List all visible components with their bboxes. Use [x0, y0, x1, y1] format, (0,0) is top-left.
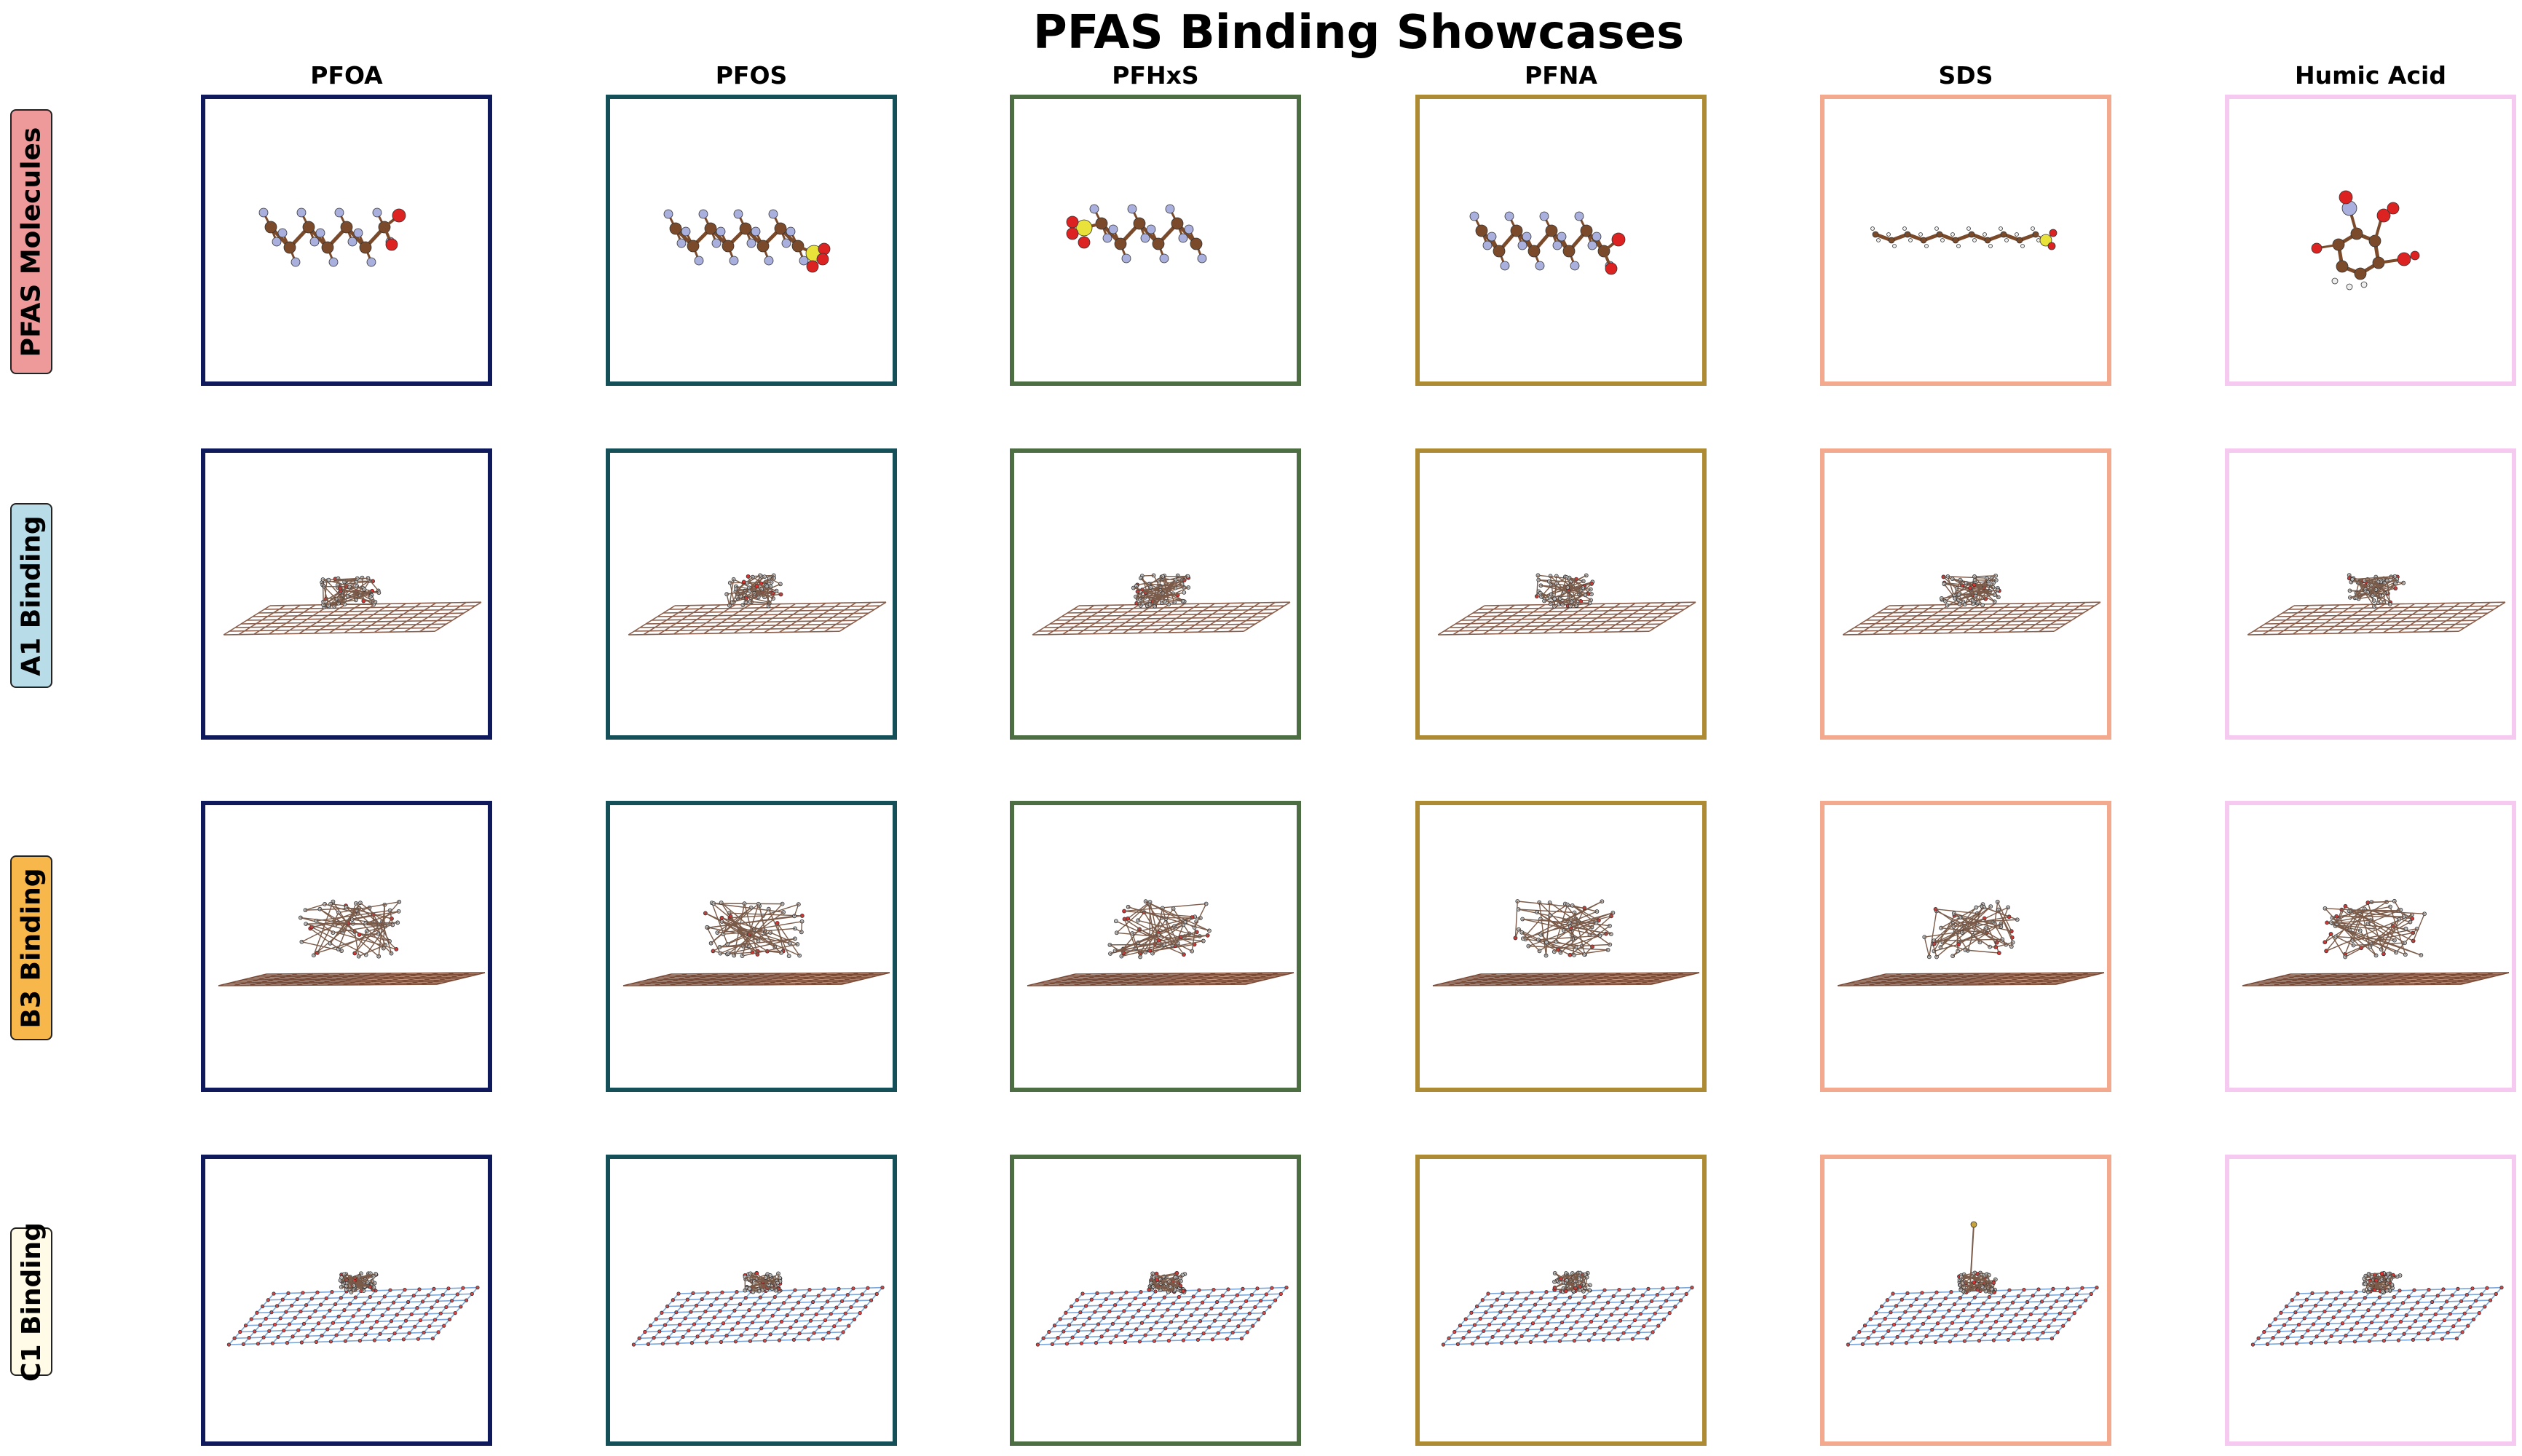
column-label-pfna: PFNA — [1525, 61, 1597, 90]
column-label-pfhxs: PFHxS — [1112, 61, 1199, 90]
row-label-pfas-molecules: PFAS Molecules — [10, 109, 52, 374]
structure-image — [663, 209, 831, 273]
row-label-text: B3 Binding — [16, 868, 47, 1028]
structure-image — [2242, 898, 2510, 986]
structure-image — [2247, 573, 2506, 636]
panel-pfas-molecules-pfos — [606, 95, 897, 386]
structure-image — [218, 899, 486, 986]
row-label-text: A1 Binding — [16, 515, 47, 676]
structure-image — [622, 901, 890, 986]
structure-image — [226, 1271, 480, 1347]
structure-image — [2311, 190, 2420, 290]
row-label-b3-binding: B3 Binding — [10, 855, 52, 1040]
structure-image — [1837, 899, 2105, 986]
structure-image — [1035, 1270, 1289, 1347]
panel-a1-binding-pfna — [1415, 448, 1707, 740]
panel-c1-binding-humic-acid — [2225, 1155, 2516, 1446]
structure-image — [1469, 211, 1626, 275]
row-label-text: PFAS Molecules — [16, 127, 47, 357]
panel-b3-binding-humic-acid — [2225, 801, 2516, 1092]
panel-b3-binding-pfoa — [201, 801, 492, 1092]
panel-b3-binding-sds — [1820, 801, 2111, 1092]
row-label-a1-binding: A1 Binding — [10, 503, 52, 688]
structure-image — [2250, 1270, 2504, 1347]
column-label-pfoa: PFOA — [310, 61, 383, 90]
panel-c1-binding-pfhxs — [1010, 1155, 1301, 1446]
column-label-pfos: PFOS — [715, 61, 788, 90]
structure-image — [223, 575, 482, 636]
figure-title: PFAS Binding Showcases — [1032, 6, 1685, 60]
panel-b3-binding-pfhxs — [1010, 801, 1301, 1092]
panel-pfas-molecules-pfna — [1415, 95, 1707, 386]
panel-a1-binding-pfhxs — [1010, 448, 1301, 740]
row-label-text: C1 Binding — [16, 1222, 47, 1382]
panel-a1-binding-sds — [1820, 448, 2111, 740]
row-label-c1-binding: C1 Binding — [10, 1222, 52, 1381]
panel-c1-binding-pfoa — [201, 1155, 492, 1446]
column-label-sds: SDS — [1938, 61, 1993, 90]
column-label-humic-acid: Humic Acid — [2295, 61, 2446, 90]
panel-pfas-molecules-pfhxs — [1010, 95, 1301, 386]
panel-b3-binding-pfos — [606, 801, 897, 1092]
panel-pfas-molecules-sds — [1820, 95, 2111, 386]
panel-c1-binding-pfos — [606, 1155, 897, 1446]
panel-c1-binding-pfna — [1415, 1155, 1707, 1446]
structure-image — [631, 1270, 885, 1347]
panel-b3-binding-pfna — [1415, 801, 1707, 1092]
structure-image — [1432, 899, 1700, 986]
structure-image — [1441, 1270, 1694, 1347]
structure-image — [1437, 573, 1696, 636]
structure-image — [1842, 573, 2101, 636]
structure-image — [1032, 573, 1291, 636]
panel-a1-binding-humic-acid — [2225, 448, 2516, 740]
structure-image — [258, 207, 406, 267]
panel-pfas-molecules-pfoa — [201, 95, 492, 386]
structure-image — [1027, 899, 1294, 986]
structure-image — [1870, 226, 2057, 250]
panel-c1-binding-sds — [1820, 1155, 2111, 1446]
panel-a1-binding-pfoa — [201, 448, 492, 740]
panel-a1-binding-pfos — [606, 448, 897, 740]
structure-image — [1846, 1221, 2099, 1347]
panel-pfas-molecules-humic-acid — [2225, 95, 2516, 386]
structure-image — [628, 573, 887, 636]
structure-image — [1066, 204, 1207, 264]
